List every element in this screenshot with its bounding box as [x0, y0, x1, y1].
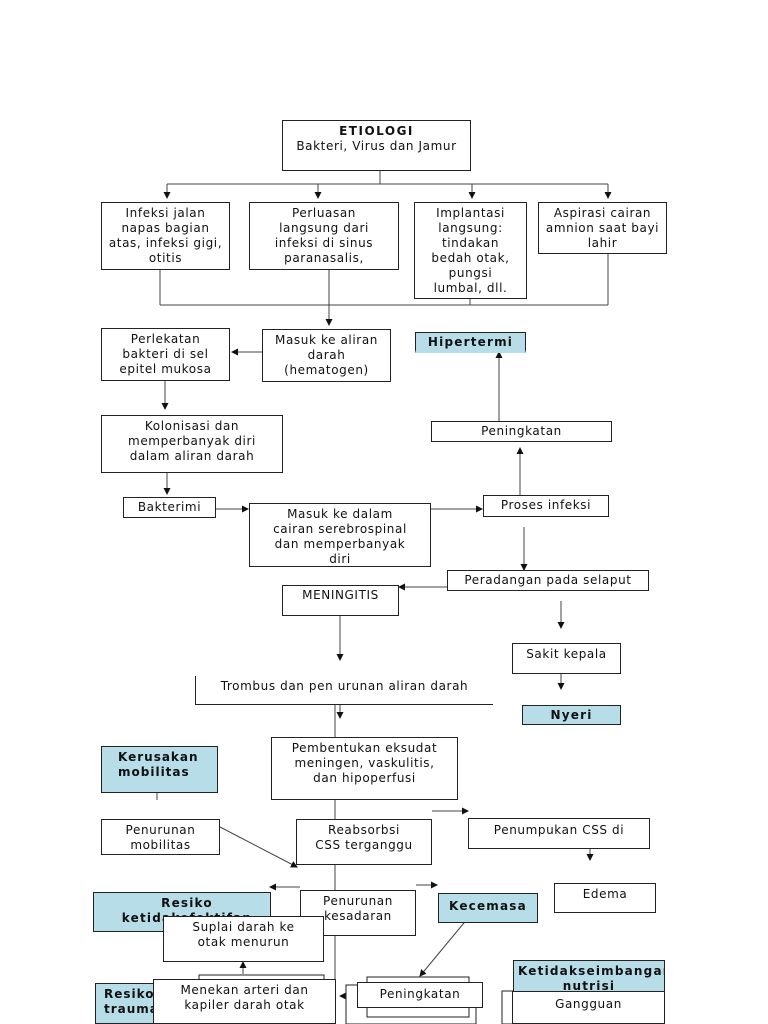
diagnosis-kerusakan-mobilitas: Kerusakan mobilitas — [101, 746, 218, 793]
node-peningkatan-tik: Peningkatan — [357, 982, 483, 1008]
node-sakit-kepala: Sakit kepala — [512, 643, 621, 674]
node-reabsorbsi-css: Reabsorbsi CSS terganggu — [296, 819, 432, 865]
cause-perluasan-langsung: Perluasan langsung dari infeksi di sinus… — [249, 202, 399, 270]
etiologi-title: ETIOLOGI — [339, 124, 414, 138]
diagnosis-nyeri: Nyeri — [522, 705, 621, 725]
node-proses-infeksi: Proses infeksi — [483, 495, 609, 517]
etiologi-text: Bakteri, Virus dan Jamur — [296, 139, 457, 153]
node-bakterimi: Bakterimi — [123, 497, 216, 518]
node-masuk-css: Masuk ke dalam cairan serebrospinal dan … — [249, 503, 431, 567]
node-meningitis: MENINGITIS — [282, 585, 399, 616]
node-penumpukan-css: Penumpukan CSS di — [468, 818, 650, 849]
node-penurunan-mobilitas: Penurunan mobilitas — [101, 819, 220, 855]
node-perlekatan-bakteri: Perlekatan bakteri di sel epitel mukosa — [101, 328, 230, 381]
etiologi-box: ETIOLOGI Bakteri, Virus dan Jamur — [282, 120, 471, 171]
diagnosis-ketidakseimbangan-nutrisi: Ketidakseimbangan nutrisi — [513, 960, 665, 992]
node-kolonisasi: Kolonisasi dan memperbanyak diri dalam a… — [101, 415, 283, 473]
node-masuk-aliran-darah: Masuk ke aliran darah (hematogen) — [262, 329, 391, 382]
cause-infeksi-jalan-napas: Infeksi jalan napas bagian atas, infeksi… — [101, 202, 230, 270]
node-trombus: Trombus dan pen urunan aliran darah — [195, 676, 493, 705]
node-peradangan-selaput: Peradangan pada selaput — [447, 570, 649, 591]
cause-implantasi-langsung: Implantasi langsung: tindakan bedah otak… — [414, 202, 527, 299]
node-menekan-arteri: Menekan arteri dan kapiler darah otak — [153, 979, 336, 1024]
diagnosis-resiko-trauma: Resiko trauma — [95, 983, 157, 1024]
diagnosis-hipertermi: Hipertermi — [415, 332, 526, 353]
diagnosis-kecemasa: Kecemasa — [438, 893, 538, 923]
node-pembentukan-eksudat: Pembentukan eksudat meningen, vaskulitis… — [271, 737, 458, 800]
node-suplai-darah: Suplai darah ke otak menurun — [163, 916, 324, 962]
node-edema: Edema — [554, 883, 656, 913]
cause-aspirasi-cairan: Aspirasi cairan amnion saat bayi lahir — [538, 202, 667, 254]
node-peningkatan-suhu: Peningkatan — [431, 421, 612, 442]
node-gangguan: Gangguan — [512, 991, 665, 1024]
